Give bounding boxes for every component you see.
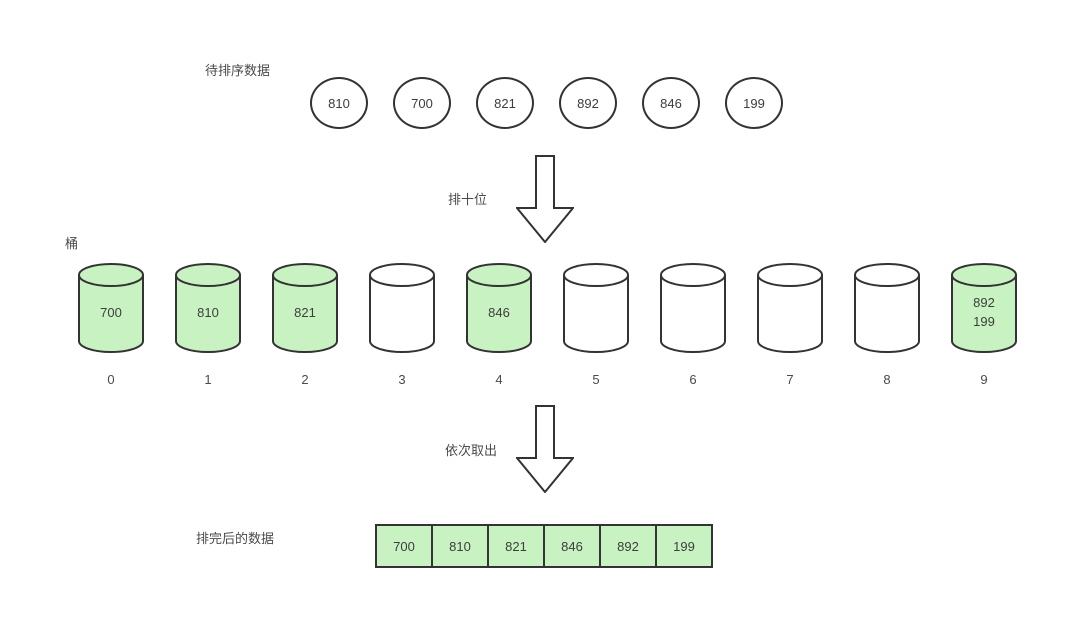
bucket-index-label: 4 bbox=[495, 372, 503, 387]
unsorted-value: 199 bbox=[743, 95, 765, 111]
bucket-values bbox=[659, 270, 727, 354]
bucket-index-label: 5 bbox=[592, 372, 600, 387]
bucket-cylinder-icon bbox=[757, 263, 823, 353]
bucket-index-label: 2 bbox=[301, 372, 309, 387]
bucket-index-label: 3 bbox=[398, 372, 406, 387]
unsorted-value-circle: 821 bbox=[476, 77, 534, 129]
bucket-value: 700 bbox=[100, 304, 122, 320]
sorted-data-label: 排完后的数据 bbox=[196, 531, 275, 546]
bucket-index-label: 6 bbox=[689, 372, 697, 387]
unsorted-value-circle: 846 bbox=[642, 77, 700, 129]
down-arrow-icon bbox=[516, 405, 574, 493]
bucket-cylinder-icon bbox=[951, 263, 1017, 353]
bucket-3: 3 bbox=[368, 262, 436, 392]
unsorted-data-label: 待排序数据 bbox=[205, 63, 271, 78]
bucket-values bbox=[368, 270, 436, 354]
bucket-6: 6 bbox=[659, 262, 727, 392]
bucket-value: 846 bbox=[488, 304, 510, 320]
bucket-1: 810 1 bbox=[174, 262, 242, 392]
bucket-0: 700 0 bbox=[77, 262, 145, 392]
unsorted-value: 700 bbox=[411, 95, 433, 111]
bucket-cylinder-icon bbox=[660, 263, 726, 353]
bucket-index-label: 1 bbox=[204, 372, 212, 387]
bucket-cylinder-icon bbox=[272, 263, 338, 353]
bucket-values: 821 bbox=[271, 270, 339, 354]
unsorted-value: 810 bbox=[328, 95, 350, 111]
bucket-8: 8 bbox=[853, 262, 921, 392]
sorted-array: 700 810 821 846 892 199 bbox=[375, 524, 713, 568]
bucket-cylinder-icon bbox=[175, 263, 241, 353]
bucket-2: 821 2 bbox=[271, 262, 339, 392]
bucket-cylinder-icon bbox=[563, 263, 629, 353]
bucket-value: 810 bbox=[197, 304, 219, 320]
unsorted-value: 821 bbox=[494, 95, 516, 111]
bucket-value: 892 bbox=[973, 295, 995, 310]
bucket-values: 700 bbox=[77, 270, 145, 354]
unsorted-value: 892 bbox=[577, 95, 599, 111]
sorted-cell: 700 bbox=[375, 524, 433, 568]
bucket-4: 846 4 bbox=[465, 262, 533, 392]
bucket-values: 810 bbox=[174, 270, 242, 354]
unsorted-value-circle: 892 bbox=[559, 77, 617, 129]
step1-arrow-label: 排十位 bbox=[448, 192, 488, 207]
bucket-value: 199 bbox=[973, 314, 995, 329]
sorted-cell: 821 bbox=[487, 524, 545, 568]
buckets-label: 桶 bbox=[65, 236, 79, 251]
bucket-7: 7 bbox=[756, 262, 824, 392]
bucket-value: 821 bbox=[294, 304, 316, 320]
unsorted-value-circle: 810 bbox=[310, 77, 368, 129]
unsorted-value-circle: 199 bbox=[725, 77, 783, 129]
bucket-values: 846 bbox=[465, 270, 533, 354]
bucket-cylinder-icon bbox=[78, 263, 144, 353]
bucket-index-label: 9 bbox=[980, 372, 988, 387]
sorted-cell: 810 bbox=[431, 524, 489, 568]
sorted-cell: 892 bbox=[599, 524, 657, 568]
down-arrow-icon bbox=[516, 155, 574, 243]
bucket-cylinder-icon bbox=[369, 263, 435, 353]
bucket-index-label: 8 bbox=[883, 372, 891, 387]
bucket-values bbox=[853, 270, 921, 354]
bucket-cylinder-icon bbox=[854, 263, 920, 353]
step2-arrow-label: 依次取出 bbox=[445, 443, 498, 458]
bucket-values bbox=[562, 270, 630, 354]
unsorted-value: 846 bbox=[660, 95, 682, 111]
bucket-cylinder-icon bbox=[466, 263, 532, 353]
unsorted-value-circle: 700 bbox=[393, 77, 451, 129]
sorted-cell: 199 bbox=[655, 524, 713, 568]
bucket-index-label: 7 bbox=[786, 372, 794, 387]
bucket-values bbox=[756, 270, 824, 354]
sorted-cell: 846 bbox=[543, 524, 601, 568]
bucket-index-label: 0 bbox=[107, 372, 115, 387]
bucket-5: 5 bbox=[562, 262, 630, 392]
